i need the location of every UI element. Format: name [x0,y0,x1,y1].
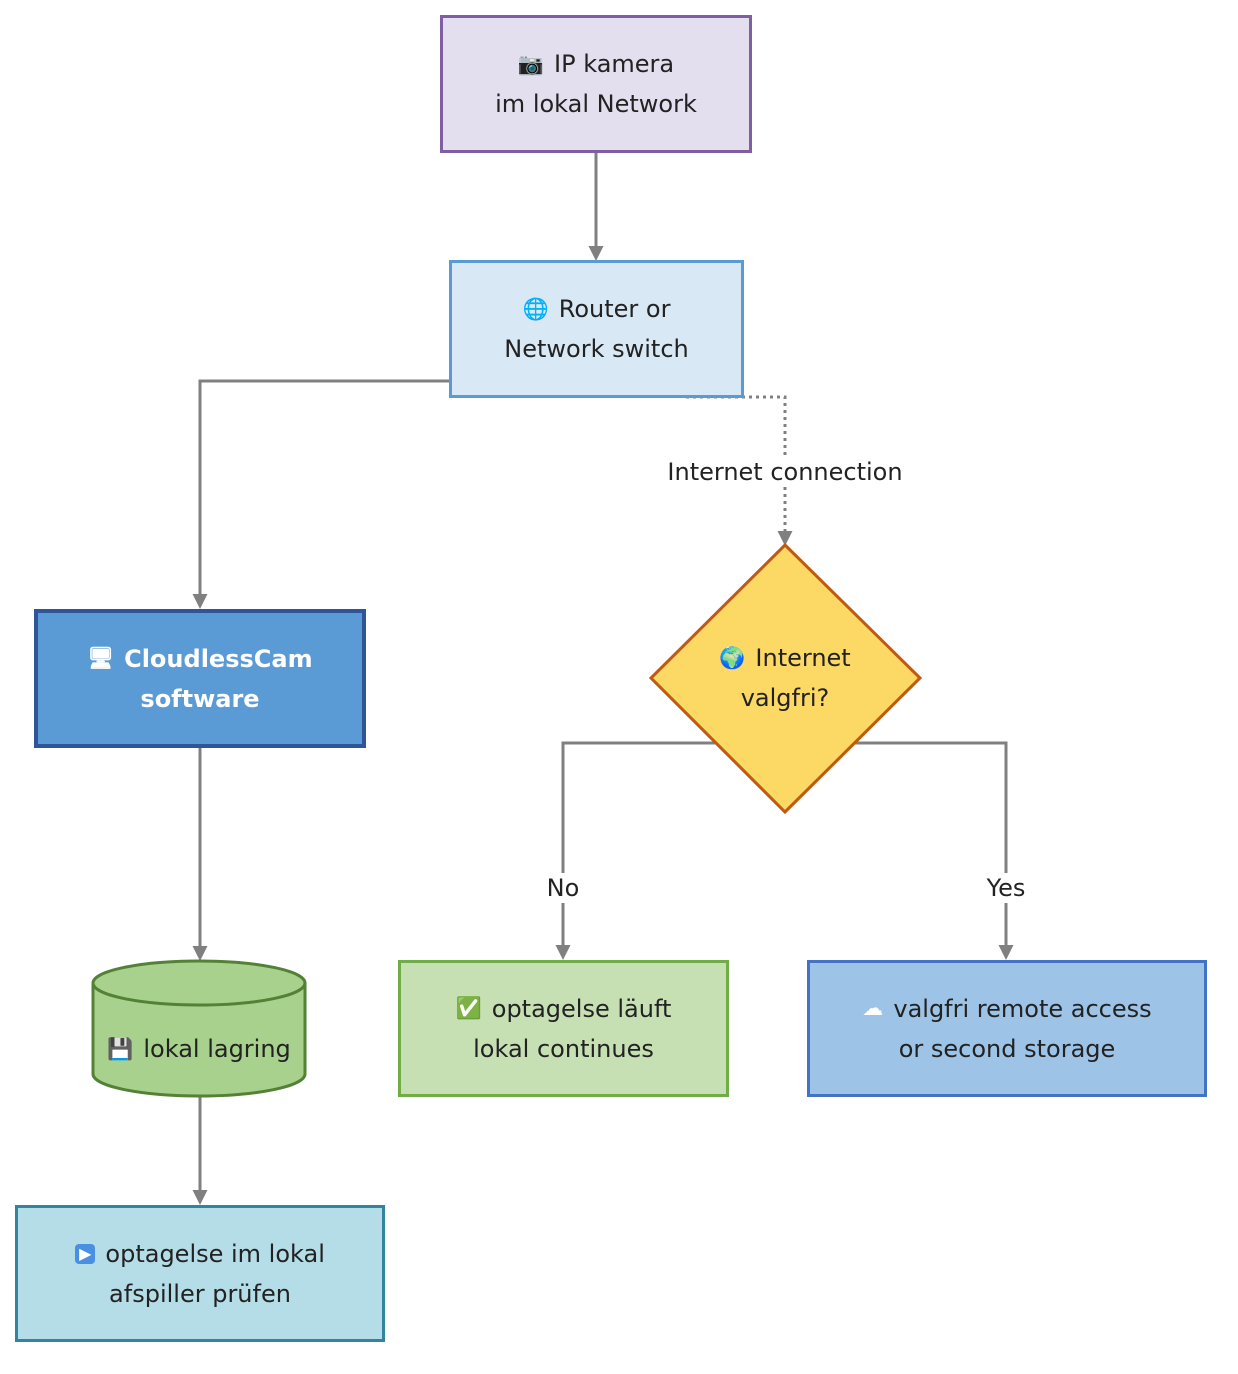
router-node: 🌐 Router or Network switch [449,260,744,398]
storage-title: lokal lagring [143,1035,291,1063]
router-title: Router or [558,295,671,323]
edge-decision-yes [852,741,1014,960]
local-continues-title: optagelse läuft [491,994,672,1023]
decision-label: 🌍 Internet valgfri? [685,638,885,718]
computer-icon: 🖥 [87,646,115,670]
remote-subtitle: or second storage [898,1034,1116,1063]
earth-icon: 🌍 [719,645,746,670]
decision-subtitle: valgfri? [740,684,830,712]
cloud-icon: ☁ [862,996,884,1020]
camera-node: 📷 IP kamera im lokal Network [440,15,752,153]
playback-node: ▶ optagelse im lokal afspiller prüfen [15,1205,385,1342]
edge-label-internet-connection: Internet connection [663,457,907,487]
camera-subtitle: im lokal Network [495,90,697,118]
globe-network-icon: 🌐 [522,296,549,321]
storage-label: 💾 lokal lagring [93,1029,305,1069]
decision-diamond [648,542,923,815]
software-subtitle: software [140,684,260,713]
edge-label-no: No [542,873,584,903]
software-title: CloudlessCam [124,644,313,673]
remote-node: ☁ valgfri remote access or second storage [807,960,1207,1097]
router-subtitle: Network switch [504,335,689,363]
remote-title: valgfri remote access [893,994,1152,1023]
edge-router-decision [686,395,793,546]
local-continues-node: ✅ optagelse läuft lokal continues [398,960,729,1097]
floppy-disk-icon: 💾 [107,1036,134,1061]
camera-title: IP kamera [554,50,675,78]
playback-subtitle: afspiller prüfen [109,1279,291,1308]
local-continues-subtitle: lokal continues [473,1034,654,1063]
edge-router-software [192,379,449,609]
edge-decision-no [555,741,718,960]
camera-icon: 📷 [517,51,545,76]
edge-label-yes: Yes [982,873,1030,903]
storage-cylinder [91,959,307,1098]
decision-title: Internet [755,644,851,672]
check-mark-icon: ✅ [455,996,482,1020]
playback-title: optagelse im lokal [105,1239,325,1268]
play-button-icon: ▶ [75,1243,96,1264]
software-node: 🖥 CloudlessCam software [34,609,366,748]
